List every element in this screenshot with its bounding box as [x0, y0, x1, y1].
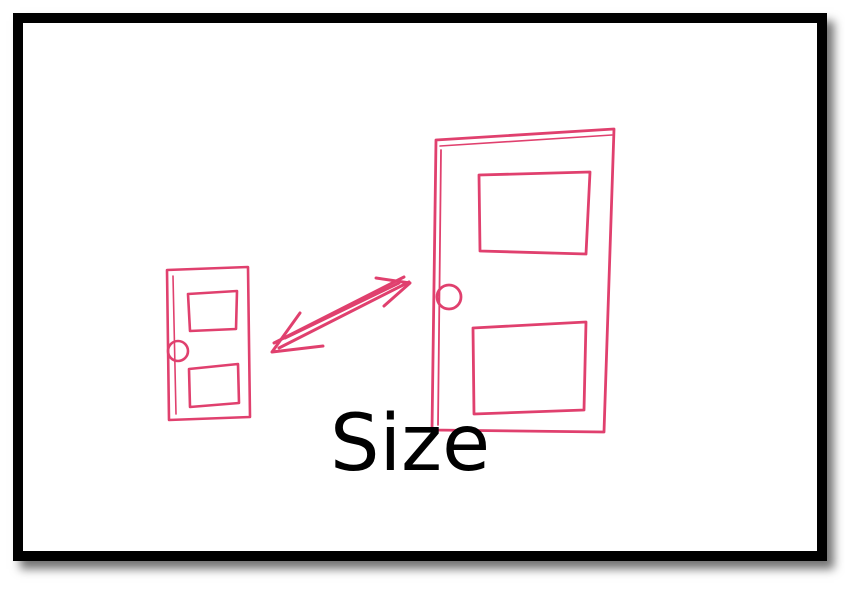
small-door-upper-panel — [186, 289, 239, 333]
large-door-upper-panel — [477, 170, 592, 256]
small-door-inner-line — [172, 275, 177, 415]
small-door-knob — [166, 339, 190, 363]
large-door — [430, 127, 616, 434]
large-door-top-line — [439, 134, 613, 147]
slide-frame — [13, 13, 827, 561]
small-door-outline — [165, 265, 252, 422]
small-door-lower-panel — [187, 362, 241, 409]
large-door-side-line — [437, 149, 442, 426]
small-door — [165, 265, 252, 422]
caption-text: Size — [329, 399, 491, 489]
large-door-outline — [430, 127, 616, 434]
large-door-lower-panel — [471, 320, 588, 416]
arrow-head-right — [374, 276, 412, 308]
large-door-knob — [435, 283, 463, 311]
arrow-head-left — [270, 311, 325, 354]
two-headed-arrow — [270, 275, 412, 354]
